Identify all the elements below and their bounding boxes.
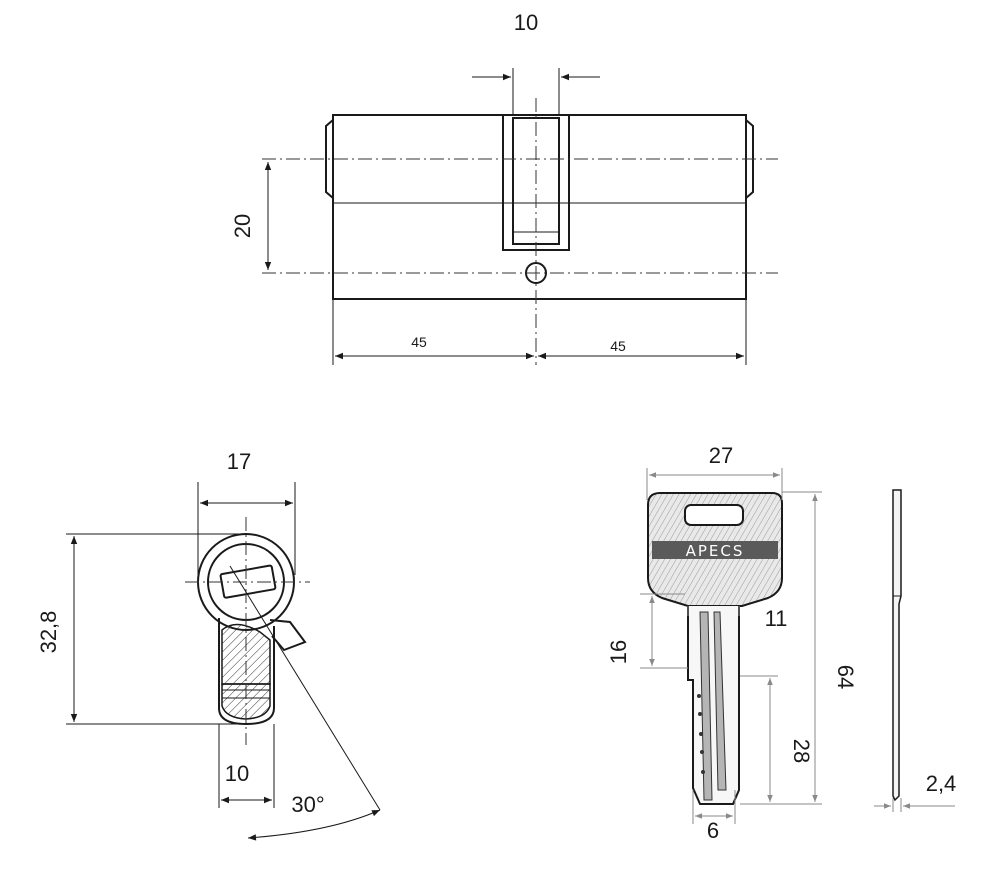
- dim-shoulder-width: 11: [765, 606, 788, 631]
- cam-tab: [269, 619, 307, 652]
- dim-thickness: 2,4: [926, 771, 957, 796]
- dim-head-length: 16: [606, 640, 631, 664]
- dim-profile-width: 17: [227, 449, 251, 474]
- dim-total-length: 64: [833, 665, 858, 689]
- profile-stem: [218, 618, 275, 726]
- key-side-profile: [892, 489, 902, 802]
- angle-arc: [247, 809, 381, 841]
- dim-profile-bottom-width: 10: [225, 761, 249, 786]
- dim-cam-angle: 30°: [291, 792, 324, 817]
- key-view: APECS 27 11 16 64 28 6: [606, 443, 956, 843]
- cylinder-profile-view: 17 32,8 10 30°: [36, 449, 381, 841]
- key-hole: [684, 504, 744, 526]
- dim-blade-length: 28: [789, 739, 814, 763]
- dim-profile-height: 32,8: [36, 611, 61, 654]
- key-groove: [699, 611, 727, 801]
- dim-tip-width: 6: [707, 818, 719, 843]
- dim-head-width: 27: [709, 443, 733, 468]
- key-brand: APECS: [686, 542, 745, 560]
- cylinder-front-view: 10 20 45 45: [230, 10, 778, 365]
- dim-axis-offset: 20: [230, 214, 255, 238]
- dim-cam-width: 10: [514, 10, 538, 35]
- cylinder-body: [332, 114, 747, 300]
- dim-right-length: 45: [610, 338, 626, 354]
- profile-hatch: [221, 623, 271, 685]
- key-dimples: [697, 694, 705, 774]
- brand-band: [652, 541, 778, 559]
- dim-left-length: 45: [411, 334, 427, 350]
- key-blade: [687, 606, 740, 805]
- left-end-cap: [325, 119, 334, 199]
